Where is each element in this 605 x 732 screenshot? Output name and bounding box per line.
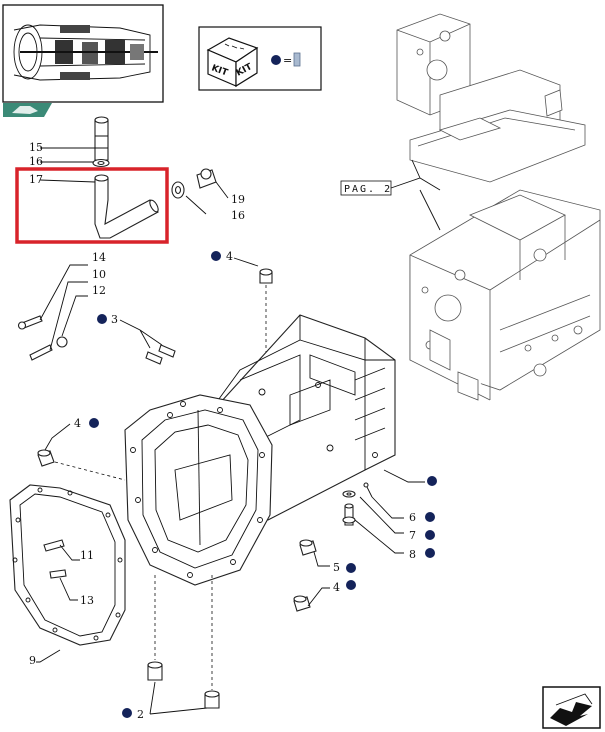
- kit-dot-icon: [425, 548, 435, 558]
- label-19: 19: [231, 193, 245, 206]
- kit-dot-icon: [97, 314, 107, 324]
- next-page-arrow-icon[interactable]: [542, 686, 601, 729]
- washer-6[interactable]: [342, 490, 356, 498]
- label-13: 13: [80, 594, 94, 607]
- kit-dot-icon: [425, 512, 435, 522]
- gasket-9[interactable]: [9, 484, 126, 646]
- label-16-right: 16: [231, 209, 245, 222]
- pin-13[interactable]: [49, 569, 67, 579]
- label-9: 9: [29, 654, 36, 667]
- washer-16-top[interactable]: [92, 158, 110, 168]
- pin-11[interactable]: [43, 539, 65, 552]
- label-3: 3: [111, 313, 118, 326]
- label-4-left: 4: [74, 417, 81, 430]
- label-15: 15: [29, 141, 43, 154]
- kit-dots: [89, 251, 437, 718]
- label-4-top: 4: [226, 250, 233, 263]
- label-12: 12: [92, 284, 106, 297]
- transmission-housing[interactable]: [124, 314, 396, 586]
- breather-pipe-17[interactable]: [94, 174, 160, 239]
- legend-dot-icon: [271, 55, 281, 65]
- reference-housing-outline: [396, 13, 601, 401]
- plug-4-top[interactable]: [259, 268, 273, 284]
- label-14: 14: [92, 251, 106, 264]
- svg-text:PAG. 2: PAG. 2: [344, 184, 392, 195]
- kit-dot-icon: [425, 530, 435, 540]
- breather-fitting-15[interactable]: [94, 116, 109, 161]
- highlight-box: [15, 167, 169, 244]
- plug-2b[interactable]: [204, 690, 220, 709]
- elbow-fitting-19[interactable]: [196, 168, 217, 189]
- dowel-3a[interactable]: [145, 351, 163, 365]
- kit-dot-icon: [427, 476, 437, 486]
- plug-5[interactable]: [299, 539, 317, 556]
- legend-square-icon: [293, 52, 301, 67]
- plug-4-right[interactable]: [293, 595, 311, 612]
- plug-4-left[interactable]: [37, 449, 55, 467]
- stud-10[interactable]: [29, 344, 53, 361]
- label-17: 17: [29, 173, 43, 186]
- kit-dot-icon: [89, 418, 99, 428]
- dowel-12[interactable]: [56, 336, 68, 348]
- label-4-right: 4: [333, 581, 340, 594]
- dowel-3b[interactable]: [158, 344, 176, 358]
- overview-thumbnail[interactable]: [2, 4, 164, 103]
- nav-tab-icon[interactable]: [3, 103, 52, 117]
- label-7: 7: [409, 529, 416, 542]
- bolt-14[interactable]: [17, 315, 43, 330]
- kit-box-icon: KIT KIT: [206, 37, 259, 88]
- kit-dot-icon: [346, 563, 356, 573]
- label-5: 5: [333, 561, 340, 574]
- legend-equals: =: [283, 54, 292, 67]
- label-8: 8: [409, 548, 416, 561]
- label-16-top: 16: [29, 155, 43, 168]
- page-reference-label[interactable]: PAG. 2: [340, 159, 441, 231]
- bolt-8[interactable]: [342, 503, 356, 526]
- label-10: 10: [92, 268, 106, 281]
- pin-7[interactable]: [363, 482, 373, 498]
- kit-legend: KIT KIT =: [198, 26, 322, 91]
- label-6: 6: [409, 511, 416, 524]
- label-11: 11: [80, 549, 94, 562]
- kit-dot-icon: [211, 251, 221, 261]
- kit-dot-icon: [122, 708, 132, 718]
- label-2: 2: [137, 708, 144, 721]
- plug-2a[interactable]: [147, 661, 163, 681]
- kit-dot-icon: [346, 580, 356, 590]
- washer-16-right[interactable]: [171, 181, 185, 199]
